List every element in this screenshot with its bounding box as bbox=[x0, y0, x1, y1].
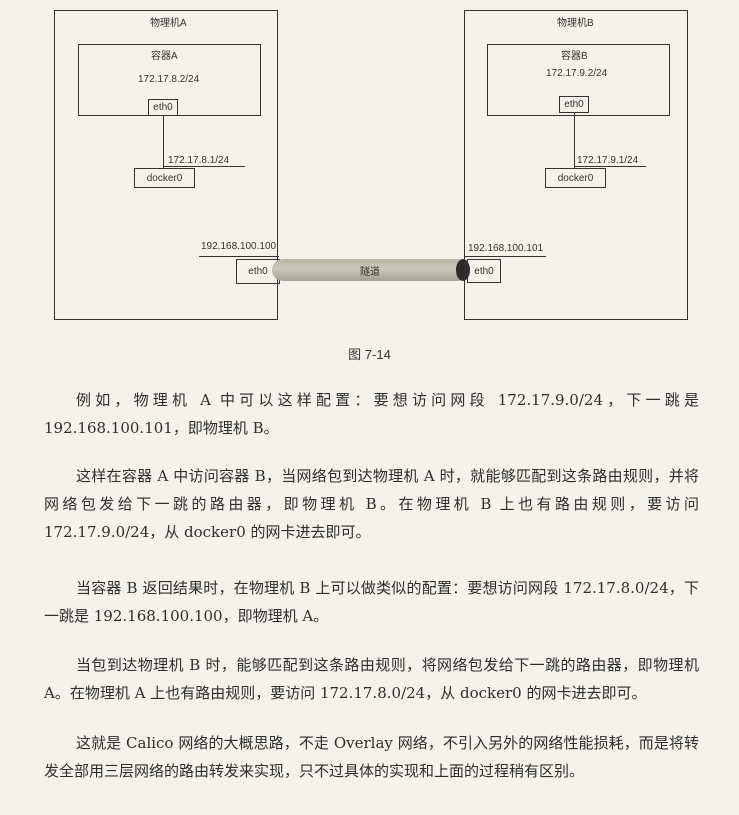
host-a-ip-underline bbox=[199, 256, 279, 257]
tunnel-pipe bbox=[272, 259, 468, 281]
paragraph-4: 当包到达物理机 B 时，能够匹配到这条路由规则，将网络包发给下一跳的路由器，即物… bbox=[44, 656, 699, 702]
paragraph-2: 这样在容器 A 中访问容器 B，当网络包到达物理机 A 时，就能够匹配到这条路由… bbox=[44, 467, 699, 541]
link-a-eth0-docker0 bbox=[163, 116, 164, 168]
host-b-eth0: eth0 bbox=[467, 259, 501, 283]
docker0-a: docker0 bbox=[134, 168, 195, 188]
host-a-box bbox=[54, 10, 278, 320]
container-b-ip: 172.17.9.2/24 bbox=[546, 68, 608, 79]
paragraph-5: 这就是 Calico 网络的大概思路，不走 Overlay 网络，不引入另外的网… bbox=[44, 734, 699, 780]
container-a-eth0: eth0 bbox=[148, 99, 178, 116]
paragraph-1: 例如，物理机 A 中可以这样配置：要想访问网段 172.17.9.0/24，下一… bbox=[44, 391, 699, 437]
paragraph-3: 当容器 B 返回结果时，在物理机 B 上可以做类似的配置：要想访问网段 172.… bbox=[44, 579, 699, 625]
host-b-ip-underline bbox=[464, 256, 546, 257]
tunnel-end-cap bbox=[456, 259, 470, 281]
host-b-box bbox=[464, 10, 688, 320]
docker0-b: docker0 bbox=[545, 168, 606, 188]
container-b-box bbox=[487, 44, 670, 116]
docker0-b-ip: 172.17.9.1/24 bbox=[577, 155, 639, 166]
host-a-title: 物理机A bbox=[150, 18, 187, 29]
tunnel-label: 隧道 bbox=[360, 266, 380, 278]
host-a-ip: 192.168.100.100 bbox=[201, 241, 277, 252]
link-a-ip-underline bbox=[163, 166, 245, 167]
figure-caption: 图 7-14 bbox=[348, 347, 391, 362]
container-b-title: 容器B bbox=[561, 51, 588, 62]
container-b-eth0: eth0 bbox=[559, 96, 589, 113]
link-b-eth0-docker0 bbox=[574, 113, 575, 168]
host-b-ip: 192.168.100.101 bbox=[468, 243, 544, 254]
container-a-ip: 172.17.8.2/24 bbox=[138, 74, 200, 85]
container-a-title: 容器A bbox=[151, 51, 178, 62]
docker0-a-ip: 172.17.8.1/24 bbox=[168, 155, 230, 166]
host-b-title: 物理机B bbox=[557, 18, 594, 29]
link-b-ip-underline bbox=[574, 166, 646, 167]
